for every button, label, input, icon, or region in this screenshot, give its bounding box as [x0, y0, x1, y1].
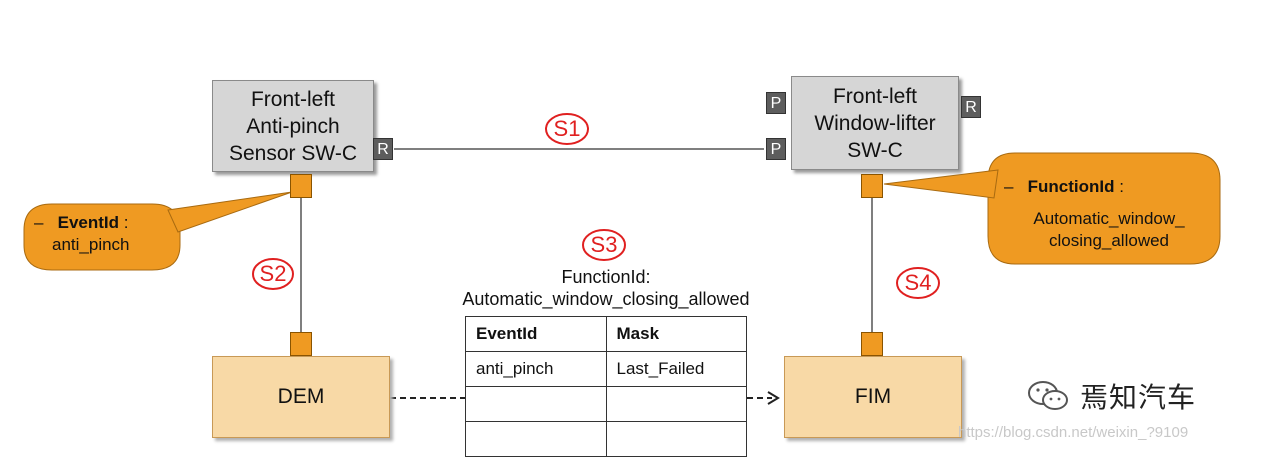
event-callout-value: anti_pinch: [52, 235, 130, 254]
table-cell: anti_pinch: [465, 351, 607, 387]
event-callout-text: – EventId : anti_pinch: [34, 212, 174, 256]
lifter-p-port-top: P: [766, 92, 786, 114]
fim-module: FIM: [784, 356, 962, 438]
s1-circle: [545, 113, 589, 145]
lifter-r-port: R: [961, 96, 981, 118]
sensor-r-port: R: [373, 138, 393, 160]
anti-pinch-sensor-swc: Front-left Anti-pinch Sensor SW-C: [212, 80, 374, 172]
dem-fim-arrow-head: [767, 391, 780, 405]
dem-port: [290, 332, 312, 356]
table-cell: [465, 421, 607, 457]
function-callout-colon: :: [1119, 177, 1124, 196]
function-callout-bubble: [987, 152, 1221, 265]
mapping-caption-line2: Automatic_window_closing_allowed: [462, 289, 750, 309]
step-s2-label: S2: [259, 261, 287, 286]
event-callout-key-line: – EventId :: [34, 212, 174, 234]
window-lifter-swc: Front-left Window-lifter SW-C: [791, 76, 959, 170]
watermark-url: https://blog.csdn.net/weixin_?9109: [958, 424, 1189, 441]
step-s3-label: S3: [590, 232, 618, 257]
table-row: [465, 386, 747, 422]
lifter-function-port: [861, 174, 883, 198]
event-callout-key: EventId: [57, 213, 120, 232]
lifter-swc-label: Front-left Window-lifter SW-C: [814, 84, 936, 162]
dem-module: DEM: [212, 356, 390, 438]
s3-circle: [582, 229, 626, 261]
event-callout-pointer: [167, 191, 293, 233]
table-header-eventid: EventId: [465, 316, 607, 352]
table-row: [465, 421, 747, 457]
table-cell: [465, 386, 607, 422]
step-s4-label: S4: [904, 270, 932, 295]
watermark-brand: 焉知汽车: [1080, 382, 1197, 413]
step-s1-label: S1: [553, 116, 581, 141]
lifter-p-port-bottom: P: [766, 138, 786, 160]
table-header-mask: Mask: [605, 316, 747, 352]
mapping-caption-line1: FunctionId:: [561, 267, 651, 287]
table-header-row: EventId Mask: [465, 316, 747, 352]
event-callout-colon: :: [123, 213, 129, 232]
table-cell: [605, 421, 747, 457]
function-callout-value-1: Automatic_window_: [1033, 209, 1185, 228]
function-callout-key-line: – FunctionId :: [1004, 176, 1214, 198]
function-callout-dash: –: [1004, 177, 1014, 196]
event-mask-table: EventId Mask anti_pinch Last_Failed: [465, 316, 747, 457]
table-cell: Last_Failed: [605, 351, 747, 387]
function-callout-key: FunctionId: [1027, 177, 1115, 196]
sensor-event-port: [290, 174, 312, 198]
fim-port: [861, 332, 883, 356]
s2-circle: [252, 258, 294, 290]
dem-label: DEM: [277, 385, 325, 408]
mapping-caption: FunctionId: Automatic_window_closing_all…: [420, 266, 792, 310]
table-row: anti_pinch Last_Failed: [465, 351, 747, 387]
sensor-swc-label: Front-left Anti-pinch Sensor SW-C: [229, 87, 357, 165]
fim-label: FIM: [854, 385, 892, 408]
wechat-logo-icon: [1028, 381, 1068, 410]
function-callout-value-2: closing_allowed: [1048, 231, 1170, 250]
event-callout-dash: –: [34, 213, 44, 232]
watermark: 焉知汽车: [1026, 376, 1196, 416]
s4-circle: [896, 267, 940, 299]
function-callout-pointer: [883, 169, 999, 199]
function-callout-text: – FunctionId : Automatic_window_ closing…: [1004, 176, 1214, 252]
table-cell: [605, 386, 747, 422]
